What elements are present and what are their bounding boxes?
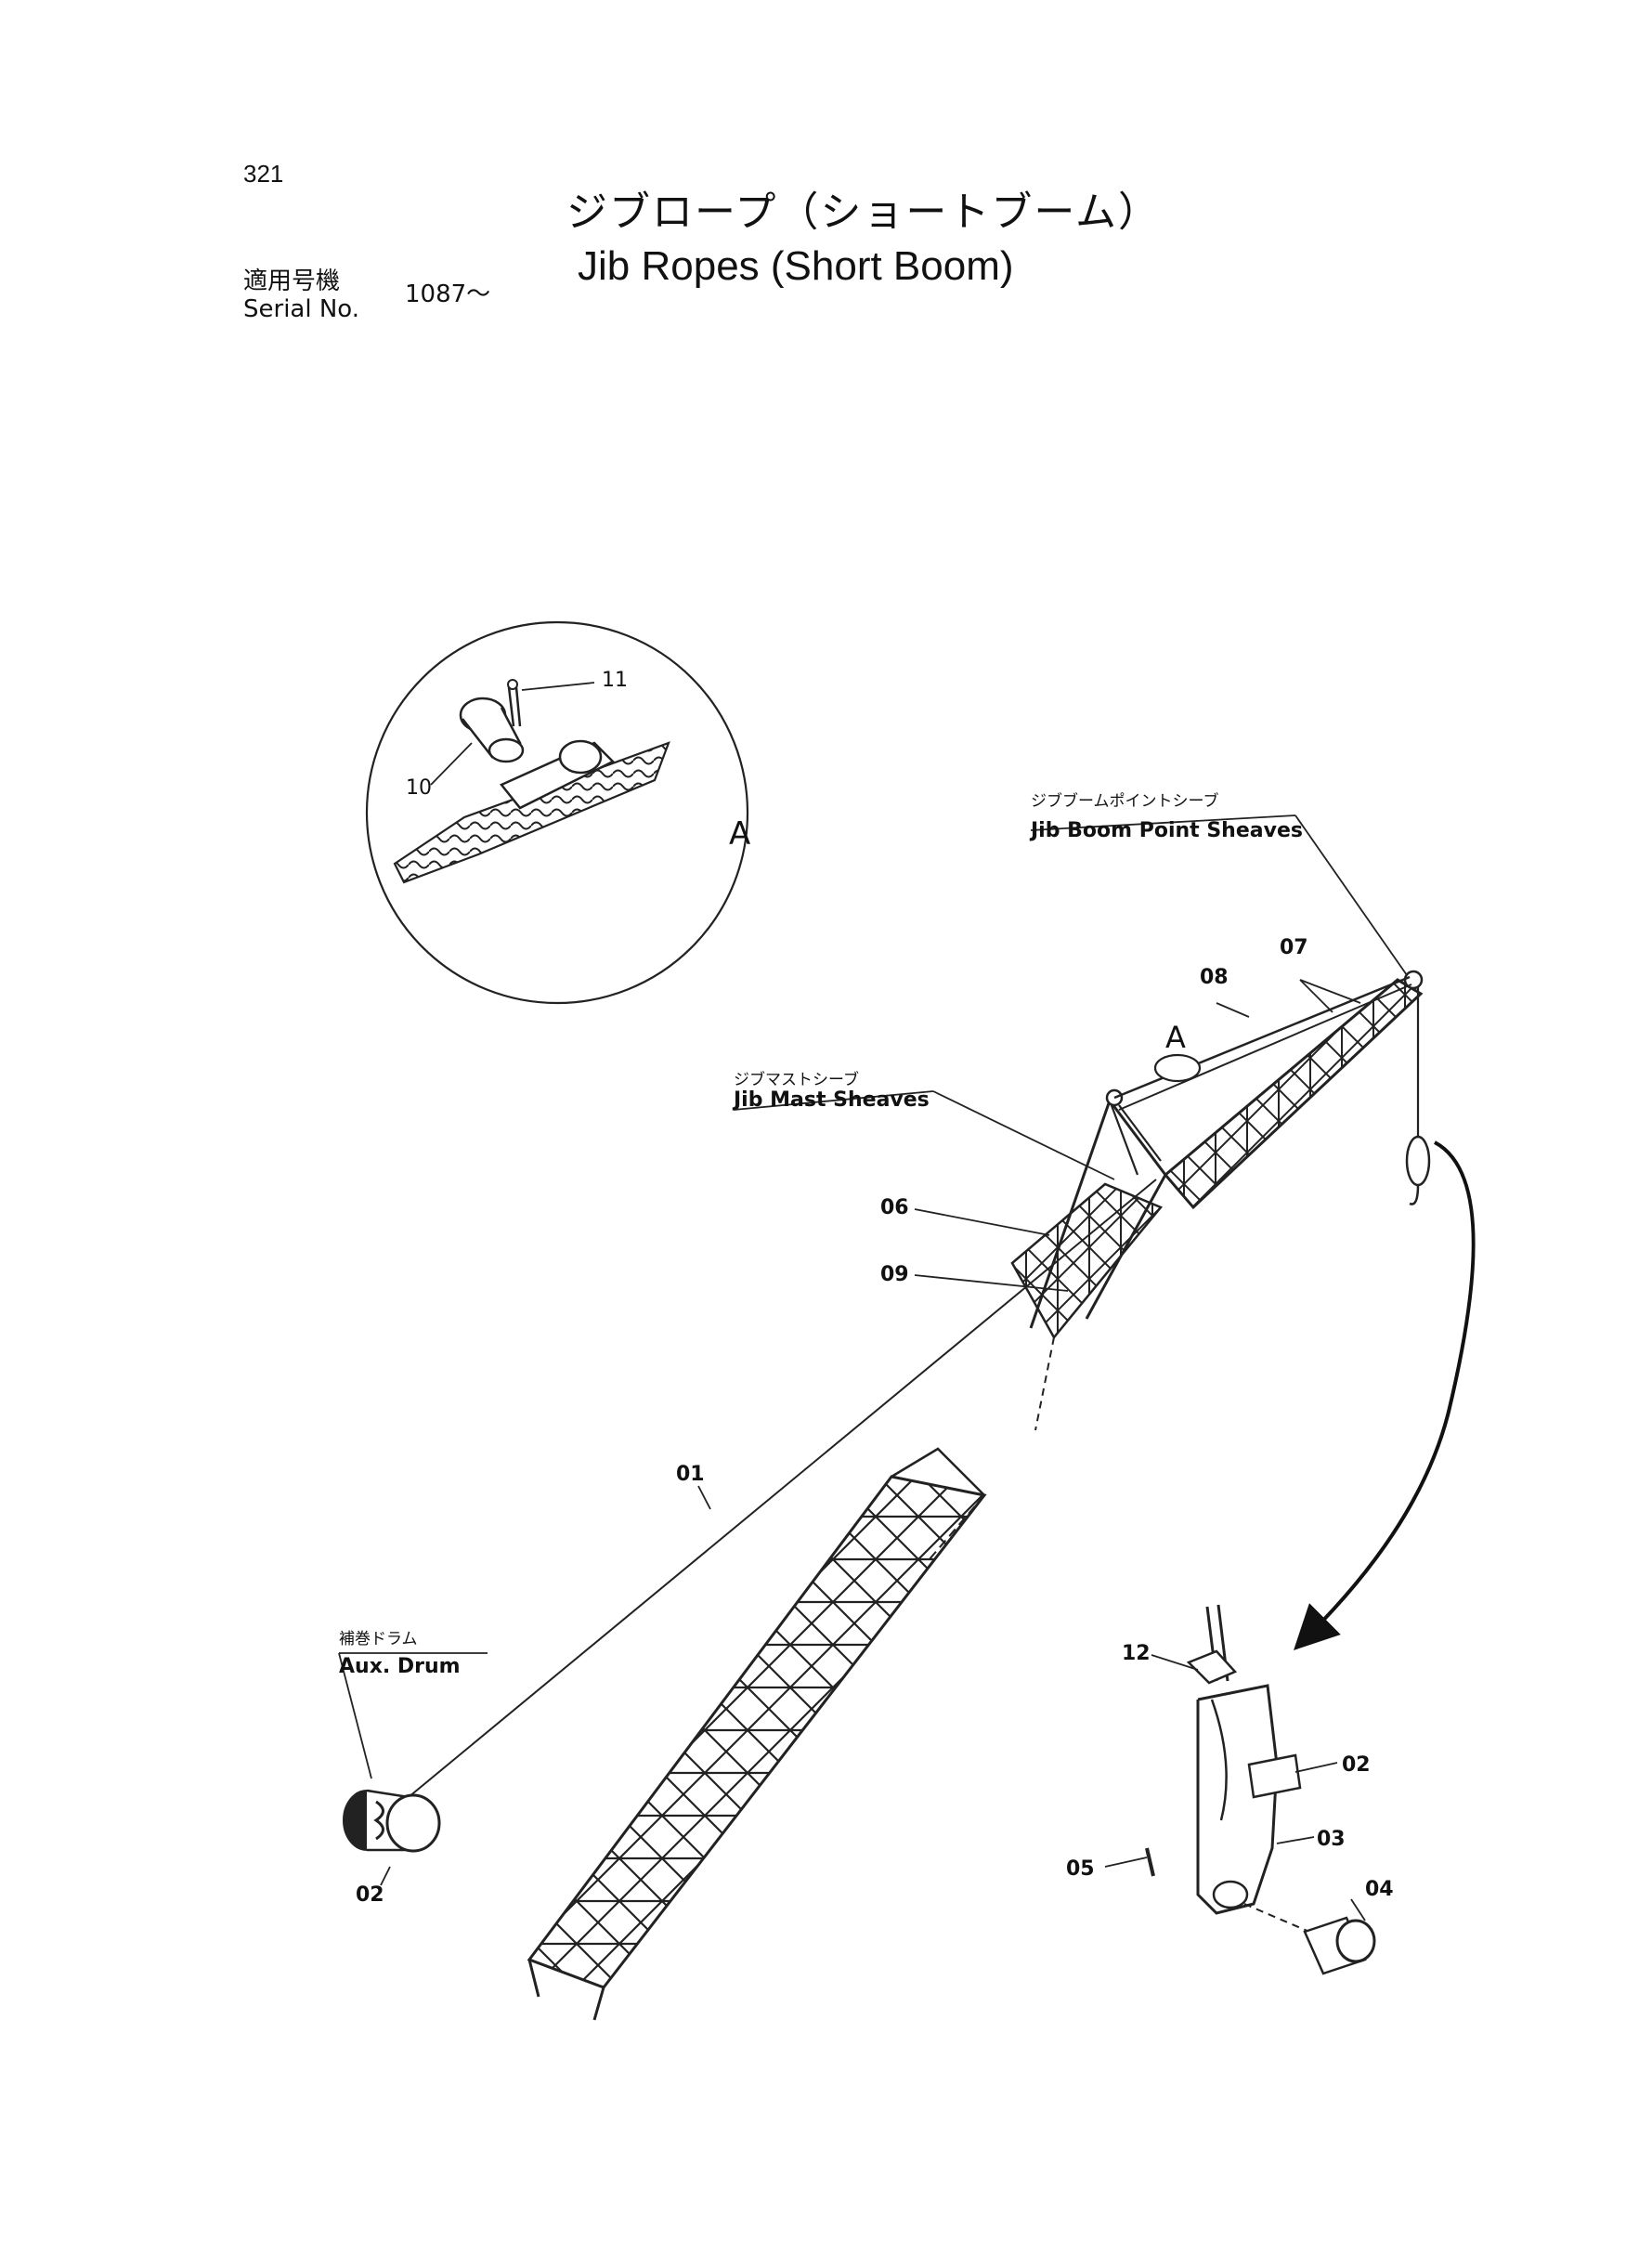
wedge-02: [1247, 1753, 1302, 1799]
pin-04: [1335, 1919, 1376, 1963]
wire-clip-12: [1186, 1649, 1238, 1685]
part-09: 09: [880, 1263, 909, 1286]
part-05: 05: [1066, 1857, 1095, 1881]
hook-icon: [1409, 1184, 1420, 1205]
jib-guy-ropes: [1113, 975, 1412, 1111]
part-02-hook: 02: [1342, 1753, 1371, 1777]
part-06: 06: [880, 1196, 909, 1219]
aux-drum: [343, 1789, 441, 1853]
pin-10: [459, 697, 525, 763]
lower-boom: [527, 1447, 987, 2021]
part-12: 12: [1122, 1642, 1151, 1665]
rope-socket-detail: [393, 739, 670, 884]
aux-drum-jp: 補巻ドラム: [339, 1630, 418, 1648]
leader-10: [430, 742, 473, 786]
rope-socket-assembly: [1145, 1604, 1376, 1975]
leader-lines: [338, 814, 1408, 1922]
part-02-drum: 02: [356, 1883, 384, 1907]
jib-mast: [1029, 1088, 1167, 1329]
jib-boom-point-sheaves-en: Jib Boom Point Sheaves: [1031, 819, 1303, 842]
serial-label-jp: 適用号機: [243, 267, 341, 295]
part-08: 08: [1200, 966, 1229, 989]
title-english: Jib Ropes (Short Boom): [578, 243, 1014, 289]
part-07: 07: [1280, 936, 1308, 959]
cotter-pin-05: [1145, 1847, 1155, 1877]
part-10: 10: [406, 776, 432, 800]
jib-mast-sheaves-jp: ジブマストシーブ: [734, 1071, 859, 1089]
page-number: 321: [243, 160, 284, 188]
serial-label-en: Serial No.: [243, 295, 359, 323]
title-japanese: ジブロープ（ショートブーム）: [566, 189, 1162, 236]
part-01: 01: [676, 1463, 705, 1486]
jib-boom-point-sheaves-jp: ジブブームポイントシーブ: [1031, 792, 1219, 811]
detail-circle: [365, 620, 749, 1005]
jib-boom: [1163, 970, 1424, 1210]
jib-mast-sheaves-en: Jib Mast Sheaves: [734, 1088, 930, 1112]
detail-a-view: [365, 620, 749, 1005]
leader-11: [521, 682, 595, 691]
serial-value: 1087～: [405, 280, 491, 308]
aux-drum-en: Aux. Drum: [339, 1655, 461, 1678]
detail-a-marker-label: A: [1165, 1020, 1186, 1055]
boom-top: [1010, 1182, 1164, 1431]
detail-arrow: [1294, 1140, 1476, 1650]
detail-a-label: A: [729, 815, 751, 853]
part-04: 04: [1365, 1878, 1394, 1901]
hook-rope: [1405, 986, 1431, 1205]
rope-01: [408, 1179, 1157, 1798]
part-03: 03: [1317, 1828, 1346, 1851]
part-11: 11: [602, 669, 628, 692]
hook-block-small: [1405, 1135, 1431, 1187]
cotter-pin-11: [507, 679, 522, 727]
serial-label: 適用号機 Serial No.: [243, 267, 359, 323]
detail-a-marker: [1153, 1053, 1202, 1083]
